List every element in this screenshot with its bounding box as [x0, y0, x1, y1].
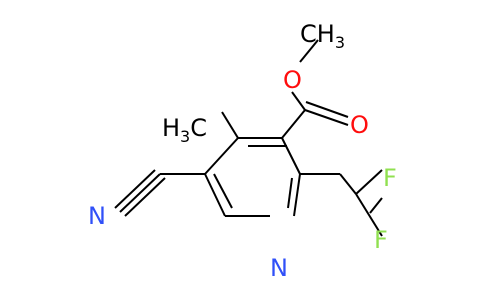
bond-chf2-fbottom-gap	[369, 197, 383, 214]
label-o-carbonyl: O	[350, 111, 369, 139]
bond-chf2-ftop	[355, 169, 383, 195]
bond-c4-carbonyl	[281, 109, 306, 139]
bond-cn-2	[124, 177, 166, 217]
label-n-nitrile: N	[88, 202, 106, 230]
bond-n-c2	[293, 173, 301, 217]
bond-cn-3	[114, 169, 156, 209]
bond-o-ch3	[299, 39, 319, 63]
label-ch3-ring: H3C	[162, 114, 207, 146]
bond-n-c2-inner	[287, 177, 293, 209]
bond-carbonyl-double-1	[304, 109, 349, 126]
label-n-ring: N	[270, 254, 288, 282]
bond-c6-c7	[204, 173, 226, 217]
bond-cn-1	[119, 173, 161, 213]
label-f-bottom: F	[374, 226, 388, 254]
label-o-ether: O	[283, 66, 302, 94]
bonds	[114, 39, 383, 237]
bond-c5-c6	[204, 137, 239, 175]
bond-carbonyl-o	[291, 91, 306, 111]
bond-c6-c7-inner	[213, 173, 233, 209]
bond-c5-ch3	[221, 111, 239, 139]
bond-chf2-fbottom	[355, 193, 383, 237]
bond-carbonyl-double-2	[305, 101, 349, 118]
bond-c3-c4	[281, 137, 301, 175]
atom-labels: CH3 O O H3C N N F F	[88, 20, 397, 282]
label-ch3-ester: CH3	[300, 20, 345, 52]
bond-chf2-c	[339, 173, 357, 195]
label-f-top: F	[383, 164, 397, 192]
